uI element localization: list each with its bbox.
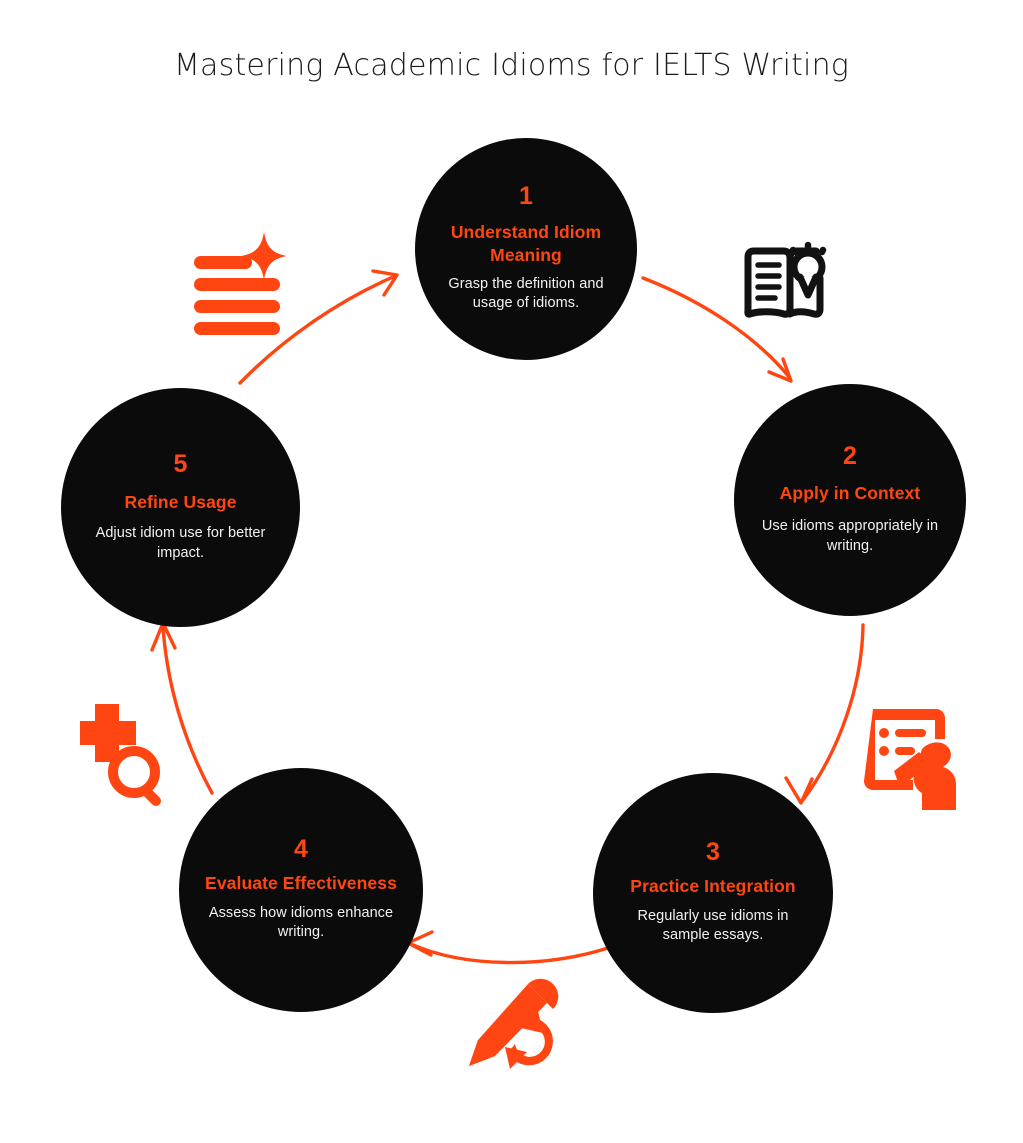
step-description: Use idioms appropriately in writing. (761, 518, 939, 554)
step-description: Regularly use idioms in sample essays. (637, 907, 789, 944)
clipboard-hand-writing-icon (864, 709, 956, 810)
step-node-5[interactable]: 5 Refine Usage Adjust idiom use for bett… (61, 388, 300, 627)
step-node-1[interactable]: 1 Understand Idiom Meaning Grasp the def… (415, 138, 637, 360)
step-description: Grasp the definition and usage of idioms… (448, 275, 604, 312)
step-node-3[interactable]: 3 Practice Integration Regularly use idi… (593, 773, 833, 1013)
step-description: Adjust idiom use for better impact. (95, 525, 266, 561)
step-number: 5 (173, 449, 188, 478)
step-title: Understand Idiom Meaning (450, 222, 602, 265)
connector-3-to-4 (406, 930, 610, 965)
step-title: Apply in Context (779, 482, 921, 503)
step-number: 2 (843, 441, 857, 470)
page-title: Mastering Academic Idioms for IELTS Writ… (173, 48, 850, 83)
step-title: Refine Usage (124, 491, 237, 512)
step-number: 3 (706, 838, 720, 867)
step-number: 1 (519, 182, 533, 211)
step-number: 4 (294, 835, 308, 864)
connector-4-to-5 (150, 621, 214, 795)
connector-1-to-2 (641, 276, 793, 383)
step-node-2[interactable]: 2 Apply in Context Use idioms appropriat… (734, 384, 966, 616)
connector-2-to-3 (784, 623, 865, 805)
plus-magnifier-icon (80, 704, 161, 806)
book-lightbulb-icon (744, 241, 827, 318)
step-node-4[interactable]: 4 Evaluate Effectiveness Assess how idio… (179, 768, 423, 1012)
step-title: Practice Integration (630, 876, 796, 897)
pencil-refresh-icon (469, 978, 559, 1069)
connector-5-to-1 (238, 269, 399, 385)
step-title: Evaluate Effectiveness (205, 873, 397, 894)
text-lines-sparkle-icon (194, 232, 287, 335)
step-description: Assess how idioms enhance writing. (208, 904, 394, 941)
